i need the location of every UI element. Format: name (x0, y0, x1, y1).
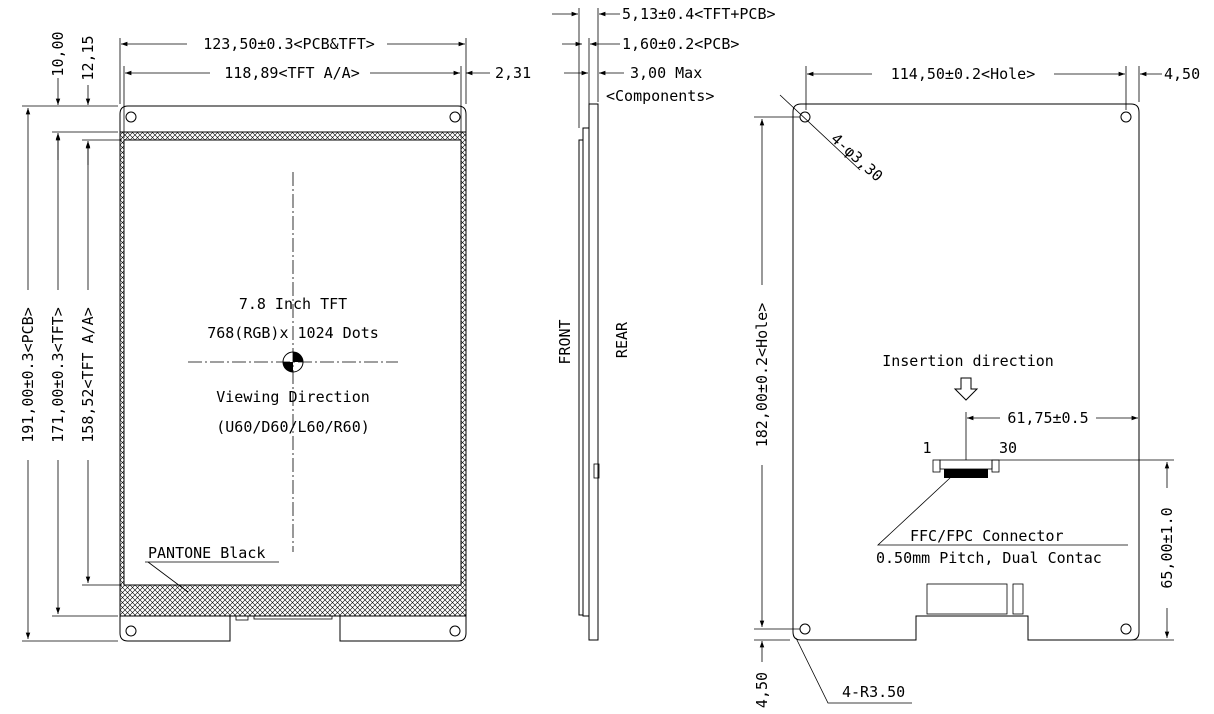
side-view: 5,13±0.4<TFT+PCB> 1,60±0.2<PCB> 3,00 Max… (552, 5, 776, 641)
rear-bottom-component (926, 583, 1008, 615)
front-viewing-line2: (U60/D60/L60/R60) (216, 418, 370, 436)
hole-callout-text: 4-φ3,30 (827, 130, 886, 186)
dim-total-thickness-text: 5,13±0.4<TFT+PCB> (622, 5, 776, 23)
dim-tft-height-text: 171,00±0.3<TFT> (49, 307, 67, 442)
rear-view: 114,50±0.2<Hole> 4,50 4-φ3,30 182,00±0.2… (752, 65, 1200, 708)
rear-hole-bl (799, 623, 811, 635)
front-hole-tl (125, 111, 137, 123)
side-components (588, 103, 599, 641)
dim-connector-offset-text: 61,75±0.5 (1007, 409, 1088, 427)
rear-hole-tr (1120, 111, 1132, 123)
dim-bottom-offset-text: 4,50 (753, 672, 771, 708)
dim-top-offset-2-text: 12,15 (79, 35, 97, 80)
front-hole-bl (125, 625, 137, 637)
front-view: 7.8 Inch TFT 768(RGB)x 1024 Dots Viewing… (18, 31, 531, 642)
rear-hole-br (1120, 623, 1132, 635)
front-hole-br (449, 625, 461, 637)
connector-label-1: FFC/FPC Connector (910, 527, 1064, 545)
pin-last-label: 30 (999, 439, 1017, 457)
dim-hole-offset-right-text: 4,50 (1164, 65, 1200, 83)
connector-callout-leader (876, 477, 1128, 546)
connector-label-2: 0.50mm Pitch, Dual Contac (876, 549, 1102, 567)
dim-aa-height-text: 158,52<TFT A/A> (79, 307, 97, 442)
hole-callout-leader (779, 94, 861, 171)
radius-callout-leader (795, 637, 912, 704)
dim-pcb-width-text: 123,50±0.3<PCB&TFT> (203, 35, 375, 53)
side-connector (593, 463, 600, 479)
rear-pcb-outline (792, 103, 1140, 641)
pin-first-label: 1 (922, 439, 931, 457)
dim-hole-height-text: 182,00±0.2<Hole> (753, 303, 771, 448)
rear-hole-tl (799, 111, 811, 123)
side-tft-glass (578, 139, 584, 616)
rear-label: REAR (613, 321, 631, 358)
ffc-connector (932, 459, 1000, 478)
front-title-line1: 7.8 Inch TFT (239, 295, 347, 313)
side-pcb (582, 127, 590, 617)
insertion-label: Insertion direction (882, 352, 1054, 370)
pantone-label: PANTONE Black (148, 544, 265, 562)
dim-connector-height-text: 65,00±1.0 (1158, 507, 1176, 588)
dim-components-text-1: 3,00 Max (630, 64, 702, 82)
radius-callout-text: 4-R3.50 (842, 683, 905, 701)
dim-components-text-2: <Components> (606, 87, 714, 105)
front-hole-tr (449, 111, 461, 123)
pantone-leader (145, 561, 279, 593)
front-bottom-tab-1 (235, 615, 249, 621)
dim-pcb-height-text: 191,00±0.3<PCB> (19, 307, 37, 442)
front-label: FRONT (556, 319, 574, 364)
front-title-line2: 768(RGB)x 1024 Dots (207, 324, 379, 342)
front-active-area (123, 139, 462, 586)
dim-offset-right-text: 2,31 (495, 64, 531, 82)
front-bottom-tab-2 (253, 615, 333, 620)
dim-hole-width-text: 114,50±0.2<Hole> (891, 65, 1036, 83)
viewing-direction-symbol (282, 351, 304, 373)
dim-top-offset-1-text: 10,00 (49, 31, 67, 76)
front-viewing-line1: Viewing Direction (216, 388, 370, 406)
insertion-arrow-icon (953, 377, 979, 401)
dim-pcb-thickness-text: 1,60±0.2<PCB> (622, 35, 739, 53)
dim-aa-width-text: 118,89<TFT A/A> (224, 64, 359, 82)
